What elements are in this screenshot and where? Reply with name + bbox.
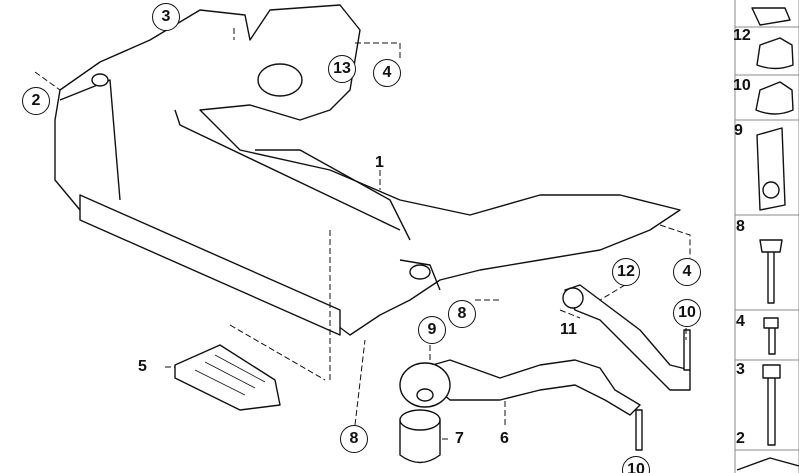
- callout-4-right[interactable]: 4: [673, 258, 701, 286]
- callout-10-right[interactable]: 10: [673, 299, 701, 327]
- label-7[interactable]: 7: [455, 430, 464, 447]
- panel-label-3: 3: [736, 361, 745, 378]
- panel-label-8: 8: [736, 218, 745, 235]
- panel-label-12: 12: [733, 27, 751, 44]
- callout-13[interactable]: 13: [328, 55, 356, 83]
- callout-8-bottom[interactable]: 8: [340, 425, 368, 453]
- wishbone: [414, 359, 641, 416]
- panel-label-10: 10: [733, 77, 751, 94]
- label-1[interactable]: 1: [375, 154, 384, 171]
- underbody-shield: [174, 344, 281, 411]
- label-5[interactable]: 5: [138, 358, 147, 375]
- callout-9[interactable]: 9: [418, 316, 446, 344]
- front-crossmember: [79, 194, 341, 336]
- callout-12[interactable]: 12: [612, 258, 640, 286]
- side-panel-frame: [734, 0, 799, 473]
- label-6[interactable]: 6: [500, 430, 509, 447]
- callout-3[interactable]: 3: [152, 3, 180, 31]
- label-11[interactable]: 11: [560, 321, 577, 338]
- panel-label-2: 2: [736, 430, 745, 447]
- axle-carrier-frame: [54, 4, 681, 336]
- rubber-mount: [399, 419, 441, 464]
- tension-strut: [564, 284, 691, 391]
- panel-label-4: 4: [736, 313, 745, 330]
- callout-2[interactable]: 2: [22, 87, 50, 115]
- callout-4-top[interactable]: 4: [373, 59, 401, 87]
- panel-label-9: 9: [734, 122, 743, 139]
- callout-8-mid[interactable]: 8: [448, 300, 476, 328]
- callout-10-bottom[interactable]: 10: [622, 456, 650, 473]
